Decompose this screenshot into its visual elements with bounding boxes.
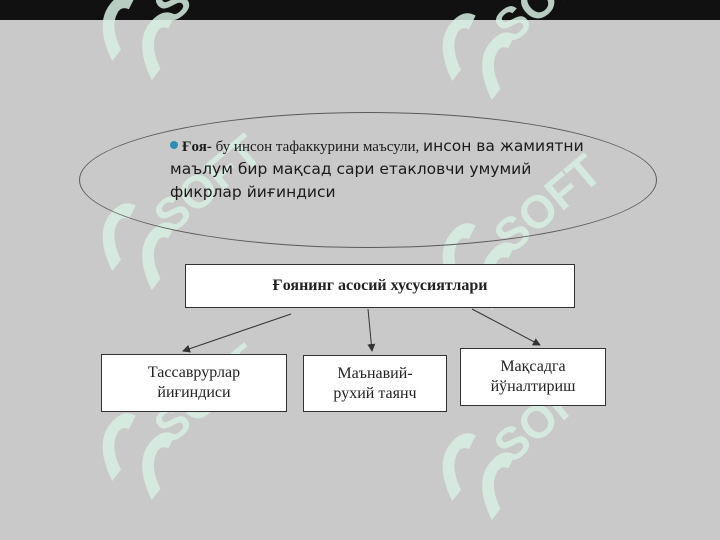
main-properties-box: Ғоянинг асосий хусусиятлари [185,264,575,308]
definition-term: Ғоя- [182,139,212,155]
bullet-icon [170,141,178,150]
property-2-line-1: Маънавий- [337,364,413,382]
property-box-1: Тассаврурлар йиғиндиси [101,354,287,412]
top-dark-strip [0,0,720,20]
property-3-line-2: йўналтириш [490,378,576,395]
property-2-line-2: рухий таянч [333,384,417,402]
arrow-to-box-3 [471,308,541,346]
definition-ellipse [79,112,657,248]
definition-part-1: бу инсон тафаккурини маъсули, [211,139,424,155]
property-box-2: Маънавий- рухий таянч [303,355,447,412]
arrow-to-box-2 [367,308,376,352]
main-properties-label: Ғоянинг асосий хусусиятлари [272,277,488,294]
property-3-line-1: Мақсадга [500,358,566,375]
arrow-to-box-1 [182,313,292,353]
definition-part-2: инсон ва жамиятни маълум бир мақсад сари… [170,137,584,201]
property-box-3: Мақсадга йўналтириш [460,348,606,406]
definition-text: Ғоя- бу инсон тафаккурини маъсули, инсон… [170,135,600,204]
property-1-line-2: йиғиндиси [157,384,231,401]
property-1-line-1: Тассаврурлар [147,364,241,381]
